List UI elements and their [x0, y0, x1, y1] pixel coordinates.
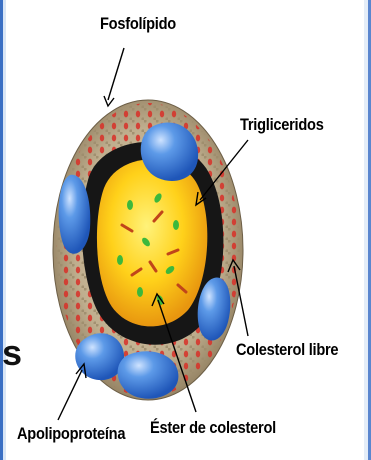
label-colesterol-libre: Colesterol libre: [236, 340, 338, 360]
pointer-fosfolipido: [108, 48, 124, 100]
triglyceride-core: [97, 159, 207, 326]
label-ester-colesterol: Éster de colesterol: [150, 418, 276, 438]
label-trigliceridos: Trigliceridos: [240, 115, 324, 135]
label-fosfolipido: Fosfolípido: [100, 14, 176, 34]
cropped-edge-letter: s: [2, 332, 22, 374]
pointer-apolipoproteina: [58, 370, 82, 420]
label-apolipoproteina: Apolipoproteína: [17, 424, 125, 444]
